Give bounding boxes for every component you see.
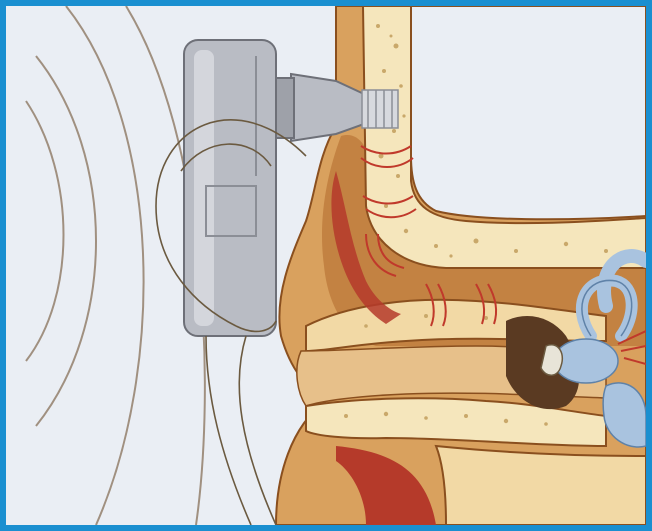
sound-wave-arc-2 [36, 56, 96, 426]
abutment-collar [276, 78, 294, 138]
sound-waves [26, 6, 205, 525]
lower-tissue [436, 446, 646, 525]
sound-wave-arc-1 [26, 101, 64, 361]
sound-wave-arc-3 [66, 6, 144, 525]
sound-processor [184, 40, 276, 336]
background-area-upper-right [411, 6, 646, 219]
processor-highlight [194, 50, 214, 326]
vestibule [554, 339, 618, 383]
bone-conduction-hearing-aid-diagram [6, 6, 646, 525]
